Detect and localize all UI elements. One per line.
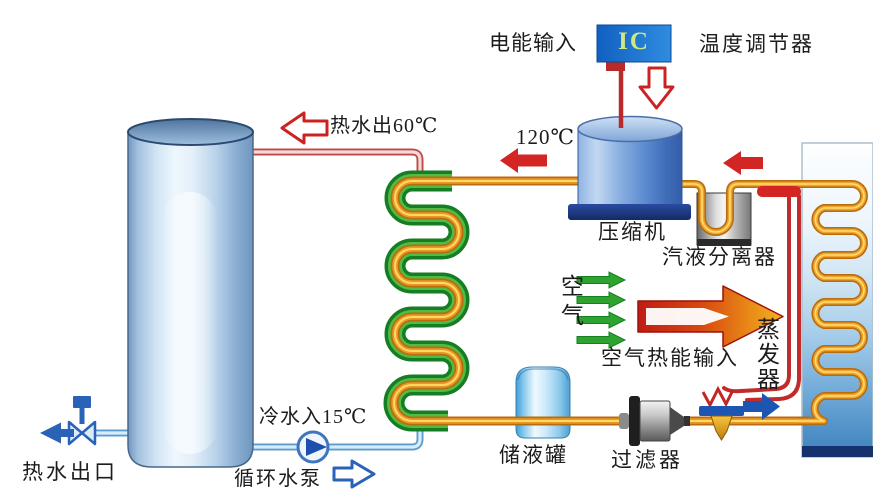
discharge-arrow-icon <box>500 148 547 173</box>
expansion-valve <box>699 385 744 441</box>
air-flow-arrow-icons <box>576 271 627 349</box>
tank-highlight <box>162 192 218 454</box>
outlet-valve <box>67 396 97 446</box>
pump-flow-arrow-icon <box>332 459 376 489</box>
compressor-body <box>568 115 691 220</box>
outlet-flow-arrow-icon <box>40 422 74 444</box>
hot-water-pipe <box>248 152 420 174</box>
air-heat-input-label: 空气热能输入 <box>601 346 739 370</box>
hot-water-outlet-label: 热水出口 <box>22 460 118 484</box>
water-tank <box>127 118 254 468</box>
air-label: 空气 <box>557 274 583 332</box>
circulation-pump <box>296 430 330 464</box>
refrigerant-liquid-line <box>722 194 801 402</box>
suction-arrow-icon <box>723 151 763 175</box>
controller-down-arrow-icon <box>638 66 675 110</box>
filter-body <box>619 396 690 446</box>
air-heat-input-arrow-icon <box>637 285 784 348</box>
electric-input-label: 电能输入 <box>489 31 577 55</box>
ic-label: IC <box>618 28 650 55</box>
refrigerant-line-header <box>757 186 801 197</box>
compressor-label: 压缩机 <box>598 220 667 244</box>
compressor-base <box>568 204 691 220</box>
temp-120-label: 120℃ <box>516 125 575 149</box>
liquid-receiver-rim <box>517 368 569 381</box>
liquid-receiver-label: 储液罐 <box>499 443 568 467</box>
cold-water-pipe <box>252 426 420 447</box>
ic-controller-box <box>596 24 672 63</box>
filter-label: 过滤器 <box>611 448 683 472</box>
hot-water-out-label: 热水出60℃ <box>330 115 439 137</box>
evaporator-label: 蒸发器 <box>753 317 779 392</box>
circulation-pump-label: 循环水泵 <box>234 468 322 490</box>
separator-label: 汽液分离器 <box>662 245 777 269</box>
hot-water-out-arrow-icon <box>280 111 329 145</box>
evaporator-inlet-arrow-icon <box>743 393 780 420</box>
ic-wire <box>606 60 625 71</box>
temp-controller-label: 温度调节器 <box>699 32 814 56</box>
cold-water-in-label: 冷水入15℃ <box>259 406 368 428</box>
liquid-receiver-tank <box>515 366 571 439</box>
